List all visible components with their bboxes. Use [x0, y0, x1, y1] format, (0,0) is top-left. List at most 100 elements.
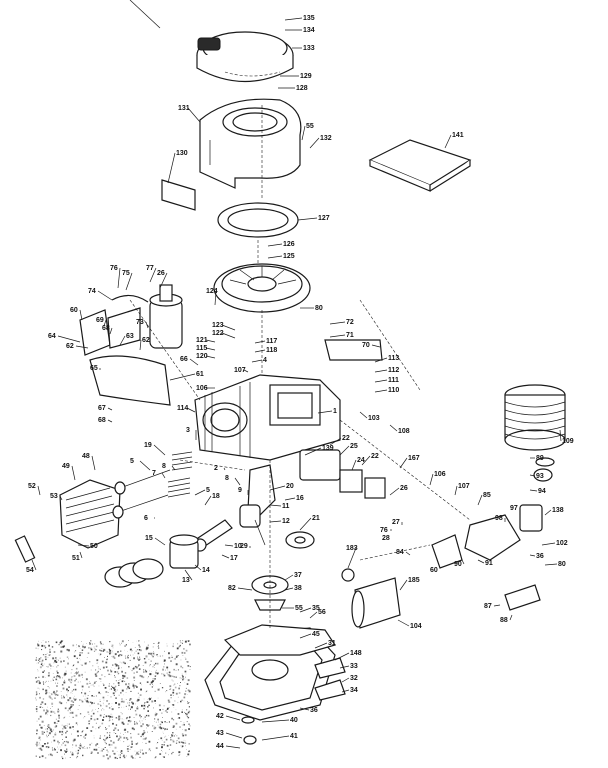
callout-number: 43 [216, 730, 224, 737]
callout-leader [477, 494, 483, 506]
filter-cup [533, 457, 555, 482]
callout-leader [297, 217, 318, 221]
callout-leader [341, 677, 350, 683]
air-duct [324, 339, 383, 361]
callout-leader [329, 334, 346, 338]
callout-leader [374, 357, 388, 363]
callout-number: 71 [346, 332, 354, 339]
callout-number: 72 [346, 319, 354, 326]
corner-mark [129, 0, 161, 29]
callout-leader [284, 587, 294, 591]
callout-leader [493, 604, 501, 607]
callout-number: 37 [294, 572, 302, 579]
callout-number: 102 [556, 540, 568, 547]
callout-leader [194, 489, 206, 496]
screen-ring [217, 202, 299, 238]
callout-number: 109 [562, 438, 574, 445]
callout-number: 88 [500, 617, 508, 624]
callout-leader [139, 460, 151, 471]
callout-number: 8 [162, 463, 166, 470]
callout-labels: 1351341331291281315513213012714112612576… [26, 15, 574, 750]
callout-leader [153, 444, 166, 456]
governor-gear [285, 531, 315, 549]
callout-leader [75, 345, 89, 349]
callout-number: 118 [266, 347, 277, 354]
callout-leader [399, 579, 408, 591]
callout-leader [544, 563, 558, 566]
callout-leader [254, 340, 266, 344]
callout-number: 49 [62, 463, 70, 470]
callout-number: 48 [82, 453, 90, 460]
callout-number: 76 [110, 265, 118, 272]
callout-leader [269, 504, 282, 507]
callout-leader [339, 445, 350, 456]
callout-number: 111 [388, 377, 399, 384]
callout-leader [107, 419, 113, 423]
callout-leader [397, 619, 410, 627]
callout-number: 52 [28, 483, 36, 490]
callout-number: 167 [408, 455, 420, 462]
callout-number: 19 [144, 442, 152, 449]
callout-leader [261, 719, 290, 723]
callout-number: 133 [303, 45, 315, 52]
callout-number: 132 [320, 135, 332, 142]
callout-number: 148 [350, 650, 362, 657]
callout-number: 85 [483, 492, 491, 499]
callout-number: 74 [88, 288, 96, 295]
starter-cable [111, 294, 149, 303]
callout-number: 120 [196, 353, 208, 360]
callout-leader [254, 349, 266, 353]
flywheel [213, 263, 311, 313]
callout-number: 34 [350, 687, 358, 694]
callout-leader [221, 332, 236, 339]
callout-leader [221, 554, 230, 559]
callout-number: 103 [368, 415, 380, 422]
callout-number: 130 [176, 150, 188, 157]
callout-number: 18 [212, 493, 220, 500]
callout-number: 41 [290, 733, 298, 740]
valve-springs [167, 451, 193, 498]
callout-leader [399, 457, 408, 469]
callout-leader [299, 607, 312, 613]
callout-number: 112 [388, 367, 399, 374]
callout-leader [204, 495, 212, 506]
callout-leader [304, 447, 322, 456]
carburetor [464, 504, 543, 561]
cylinder-block [194, 374, 341, 461]
housing-bracket [161, 179, 196, 211]
callout-leader [374, 369, 388, 373]
callout-number: 40 [290, 717, 298, 724]
scan-noise-patch [35, 640, 191, 760]
callout-leader [171, 465, 176, 471]
callout-leader [91, 455, 96, 471]
callout-leader [429, 473, 434, 486]
callout-leader [243, 369, 249, 373]
callout-number: 114 [177, 405, 188, 412]
callout-leader [167, 152, 176, 184]
callout-leader [117, 267, 121, 289]
callout-leader [223, 467, 226, 471]
callout-leader [59, 495, 63, 501]
callout-leader [251, 359, 263, 363]
callout-leader [477, 559, 485, 564]
callout-number: 93 [536, 473, 544, 480]
callout-number: 123 [212, 322, 224, 329]
callout-number: 29 [240, 543, 248, 550]
callout-number: 124 [206, 288, 218, 295]
callout-number: 35 [312, 605, 320, 612]
callout-leader [184, 569, 193, 581]
callout-number: 64 [48, 333, 56, 340]
callout-leader [119, 335, 126, 346]
callout-number: 76 [380, 527, 388, 534]
callout-leader [237, 587, 253, 591]
callout-leader [79, 551, 83, 559]
callout-number: 56 [318, 609, 326, 616]
callout-number: 104 [410, 623, 422, 630]
spark-plug [14, 535, 36, 563]
callout-leader [107, 407, 113, 411]
callout-number: 16 [296, 495, 304, 502]
callout-number: 110 [388, 387, 399, 394]
callout-number: 77 [146, 265, 154, 272]
callout-leader [205, 355, 216, 359]
callout-number: 54 [26, 567, 34, 574]
